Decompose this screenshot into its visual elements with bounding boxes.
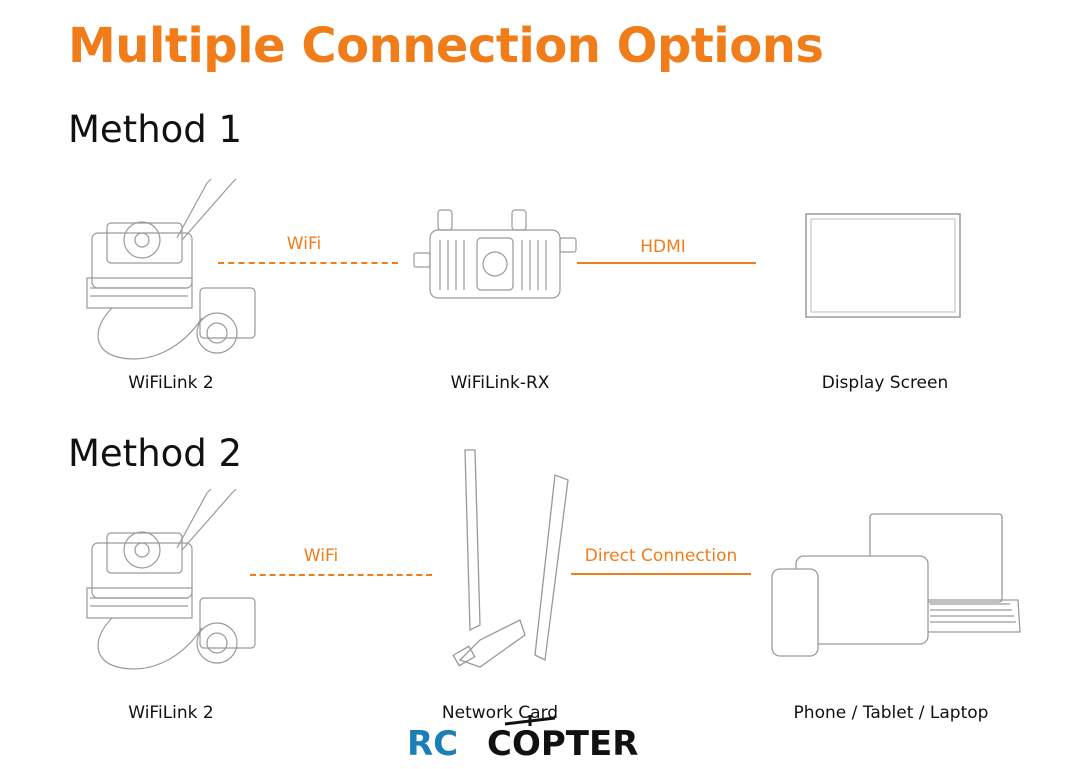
direct-connection-line <box>571 573 751 575</box>
device-label-phone-tablet-laptop: Phone / Tablet / Laptop <box>793 703 989 723</box>
method-2-heading: Method 2 <box>68 432 243 475</box>
wifi-connection-label: WiFi <box>303 546 339 566</box>
wifilink-rx-device-image <box>413 209 577 299</box>
method-1-heading: Method 1 <box>68 108 243 151</box>
network-card-image <box>452 449 569 668</box>
wifi-connection-line <box>250 574 432 576</box>
svg-text:RC: RC <box>407 724 458 764</box>
device-label-wifilink-2: WiFiLink 2 <box>128 703 214 723</box>
phone-tablet-laptop-image <box>771 513 1021 657</box>
wifilink-2-device-image <box>86 488 256 670</box>
wifilink-2-device-image <box>86 178 256 360</box>
hdmi-connection-line <box>577 262 756 264</box>
rc-copter-watermark-logo: RC COPTER <box>406 715 640 764</box>
device-label-wifilink-rx: WiFiLink-RX <box>450 373 550 393</box>
direct-connection-label: Direct Connection <box>584 546 738 566</box>
device-label-display-screen: Display Screen <box>821 373 949 393</box>
display-screen-image <box>805 213 961 318</box>
hdmi-connection-label: HDMI <box>640 237 686 257</box>
device-label-wifilink-2: WiFiLink 2 <box>128 373 214 393</box>
wifi-connection-line <box>218 262 398 264</box>
page-title: Multiple Connection Options <box>68 18 824 74</box>
svg-text:COPTER: COPTER <box>487 724 638 764</box>
wifi-connection-label: WiFi <box>286 234 322 254</box>
